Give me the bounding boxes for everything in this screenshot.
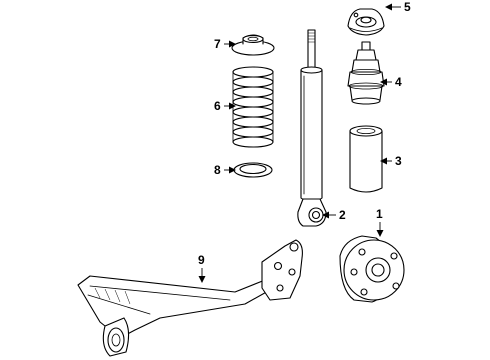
callout-label: 7 [214,37,221,51]
upper-spring-seat [231,34,275,56]
callout-8: 8 [214,163,236,177]
callout-label: 9 [198,253,205,267]
callout-4: 4 [380,75,402,89]
callout-5: 5 [385,0,411,14]
coil-spring [232,66,274,148]
upper-mount [347,8,385,36]
callout-label: 1 [376,207,383,221]
bump-stop [347,41,385,105]
callout-7: 7 [214,37,236,51]
callout-9: 9 [198,253,206,283]
hub-bearing [339,235,405,303]
callout-3: 3 [380,154,402,168]
callout-label: 4 [395,75,402,89]
callout-label: 8 [214,163,221,177]
callout-label: 5 [404,0,411,14]
callout-label: 2 [339,208,346,222]
axle-beam [77,239,303,357]
shock-absorber [297,29,327,227]
callout-2: 2 [322,208,346,222]
callout-1: 1 [376,207,384,237]
callout-label: 6 [214,99,221,113]
dust-boot [349,125,383,193]
callout-6: 6 [214,99,236,113]
lower-spring-insulator [233,162,273,178]
callout-label: 3 [395,154,402,168]
